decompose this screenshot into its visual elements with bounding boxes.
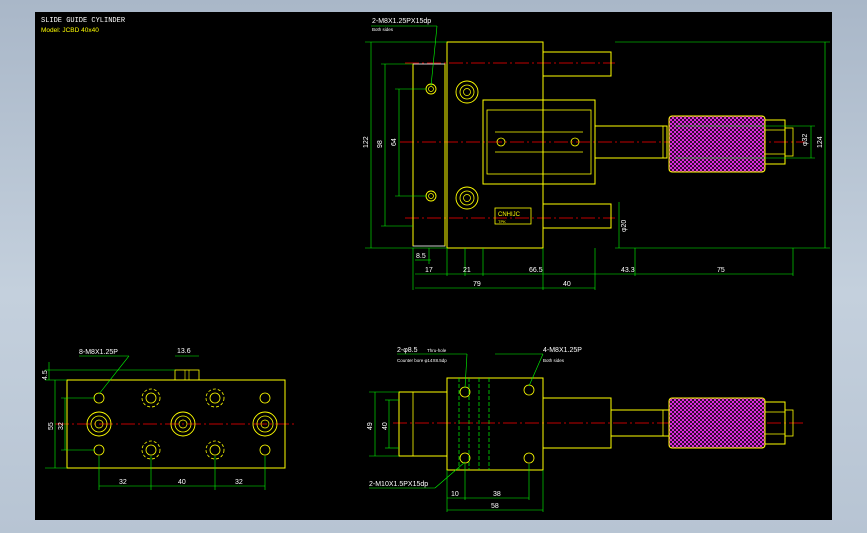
- dim-122: 122: [363, 136, 370, 148]
- top-view: CNHIJC TPK 2-M8X1.25PX15dp Both sides 12…: [363, 18, 830, 290]
- cad-drawing-canvas[interactable]: SLIDE GUIDE CYLINDER Model: JCBD 40x40: [35, 12, 832, 520]
- cad-drawing: SLIDE GUIDE CYLINDER Model: JCBD 40x40: [41, 17, 830, 512]
- top-view-dims-right: [615, 41, 830, 249]
- side-callout-thru-sub: Thru-hole: [427, 348, 447, 353]
- dim-4-5: 4.5: [42, 370, 49, 380]
- dim-phi20: φ20: [621, 220, 628, 232]
- dim-32-b: 32: [235, 479, 243, 486]
- dim-75: 75: [717, 267, 725, 274]
- top-callout-sub: Both sides: [372, 27, 394, 32]
- left-callout: 8-M8X1.25P: [79, 349, 118, 356]
- dim-49: 49: [367, 422, 374, 430]
- dim-66-5: 66.5: [529, 267, 543, 274]
- side-callout-bottom: 2-M10X1.5PX15dp: [369, 481, 428, 488]
- dim-32-left: 32: [58, 422, 65, 430]
- manufacturer-logo: CNHIJC TPK: [494, 207, 532, 225]
- dim-13-6: 13.6: [177, 348, 191, 355]
- side-callout-thru: 2-φ8.5: [397, 347, 418, 354]
- dim-17: 17: [425, 267, 433, 274]
- dim-38: 38: [493, 491, 501, 498]
- side-callout-tap-sub: Both sides: [543, 358, 565, 363]
- side-callout-tap: 4-M8X1.25P: [543, 347, 582, 354]
- dim-32-a: 32: [119, 479, 127, 486]
- dim-40-left: 40: [178, 479, 186, 486]
- title-block: SLIDE GUIDE CYLINDER Model: JCBD 40x40: [41, 17, 126, 34]
- dim-10: 10: [451, 491, 459, 498]
- dim-21: 21: [463, 267, 471, 274]
- dim-79: 79: [473, 281, 481, 288]
- dim-8-5: 8.5: [416, 253, 426, 260]
- top-callout-main: 2-M8X1.25PX15dp: [372, 18, 431, 25]
- dim-43-3: 43.3: [621, 267, 635, 274]
- drawing-model: Model: JCBD 40x40: [41, 27, 99, 34]
- logo-text: CNHIJC: [498, 212, 521, 218]
- top-view-dims-left: [365, 41, 447, 249]
- top-view-callout: 2-M8X1.25PX15dp Both sides: [371, 18, 438, 87]
- dim-40: 40: [563, 281, 571, 288]
- logo-subtext: TPK: [498, 219, 506, 224]
- drawing-title: SLIDE GUIDE CYLINDER: [41, 17, 126, 25]
- dim-98: 98: [377, 140, 384, 148]
- dim-58: 58: [491, 503, 499, 510]
- dim-phi32: φ32: [802, 134, 809, 146]
- side-view: 2-φ8.5 Thru-hole Counter bore φ14X8.5dp …: [367, 347, 805, 512]
- left-view: 8-M8X1.25P 13.6 4.5 55 32 32 40 32: [42, 348, 295, 490]
- side-callout-cbore: Counter bore φ14X8.5dp: [397, 358, 447, 363]
- dim-40-side: 40: [382, 422, 389, 430]
- top-view-dims-bottom: [412, 248, 794, 290]
- dim-124: 124: [817, 136, 824, 148]
- dim-55: 55: [48, 422, 55, 430]
- dim-64: 64: [391, 138, 398, 146]
